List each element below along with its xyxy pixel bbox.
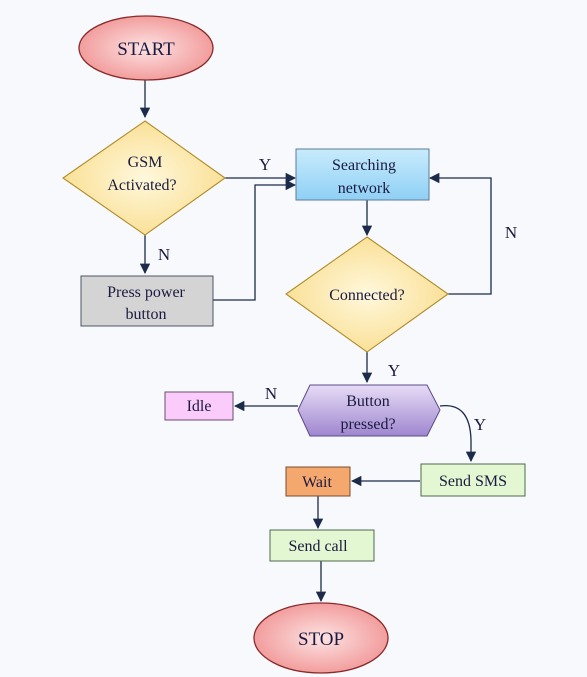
idle-process: Idle xyxy=(164,391,234,421)
start-terminal: START xyxy=(78,15,214,81)
start-label: START xyxy=(117,39,175,60)
edge-connected-no-to-searching xyxy=(428,172,492,295)
send-call-process: Send call xyxy=(269,529,375,562)
edge-press-to-searching xyxy=(213,179,297,301)
label-connected-yes: Y xyxy=(388,361,400,380)
label-gsm-yes: Y xyxy=(259,155,271,174)
label-gsm-no: N xyxy=(158,245,170,264)
stop-terminal: STOP xyxy=(253,602,389,674)
searching-network-process: Searching network xyxy=(295,148,430,201)
send-sms-process: Send SMS xyxy=(420,463,526,497)
label-button-no: N xyxy=(265,384,277,403)
connected-label: Connected? xyxy=(329,287,405,304)
send-call-label: Send call xyxy=(288,538,348,555)
label-connected-no: N xyxy=(505,223,517,242)
connected-decision: Connected? xyxy=(285,236,449,353)
edge-button-yes-to-sms xyxy=(439,405,477,463)
button-label-line1: Button xyxy=(346,393,390,410)
button-label-line2: pressed? xyxy=(340,416,395,433)
wait-process: Wait xyxy=(285,466,351,497)
gsm-label-line1: GSM xyxy=(128,154,163,171)
press-label-line2: button xyxy=(126,306,167,323)
press-power-button-process: Press power button xyxy=(80,275,214,327)
searching-label-line2: network xyxy=(338,180,390,197)
searching-label-line1: Searching xyxy=(332,157,396,174)
idle-label: Idle xyxy=(187,398,212,415)
gsm-activated-decision: GSM Activated? xyxy=(62,120,226,236)
label-button-yes: Y xyxy=(474,415,486,434)
stop-label: STOP xyxy=(298,629,344,650)
send-sms-label: Send SMS xyxy=(439,473,507,490)
press-label-line1: Press power xyxy=(107,284,185,301)
wait-label: Wait xyxy=(302,474,332,491)
gsm-label-line2: Activated? xyxy=(107,177,176,194)
button-pressed-decision: Button pressed? xyxy=(297,384,441,437)
